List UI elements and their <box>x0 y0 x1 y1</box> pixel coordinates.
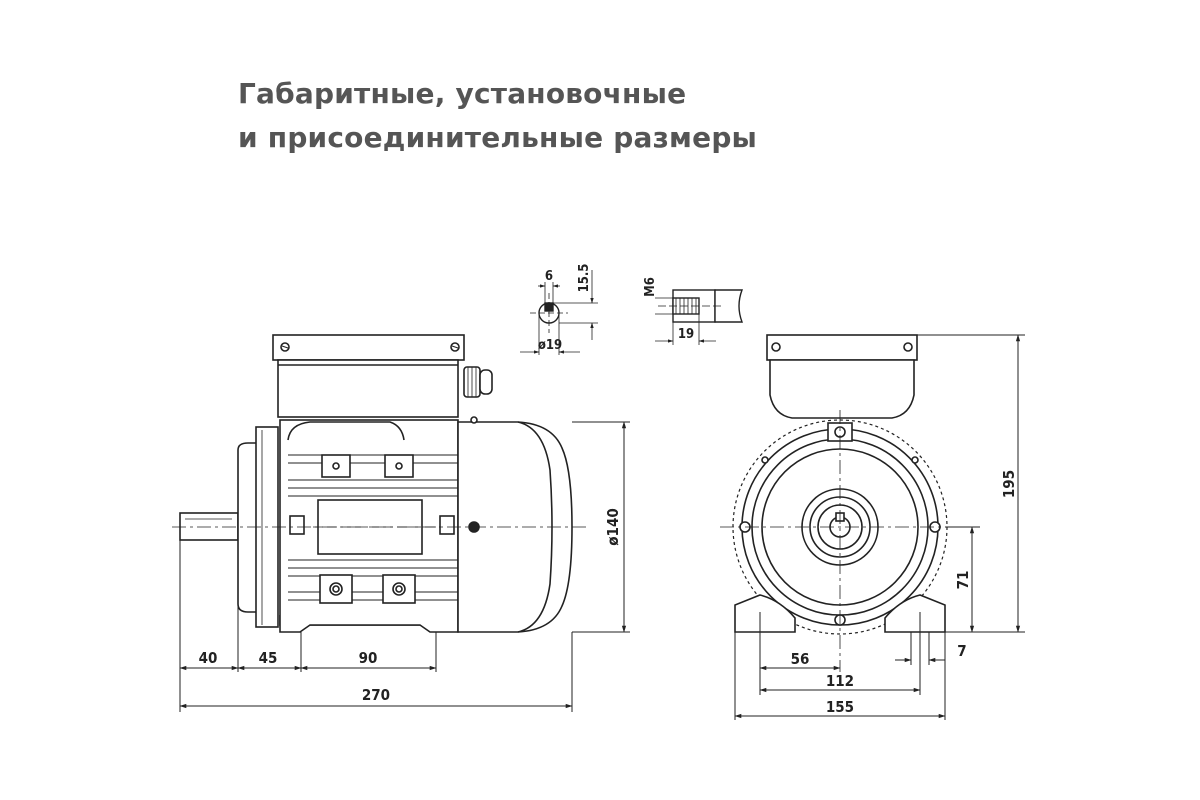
shaft-end-labels: M6 19 <box>643 277 694 342</box>
key-width-label: 6 <box>545 269 553 284</box>
dim-112-label: 112 <box>826 672 854 690</box>
dim-56-label: 56 <box>791 650 810 668</box>
terminal-box <box>272 334 493 418</box>
shaft-dia-label: ø19 <box>538 338 562 353</box>
front-view <box>720 334 1025 720</box>
shaft-section-labels: 6 15.5 ø19 <box>538 264 592 353</box>
page-title: Габаритные, установочные и присоединител… <box>238 72 938 160</box>
side-dimension-labels: 40 45 90 270 ø140 <box>199 508 622 704</box>
thread-label: M6 <box>643 277 658 297</box>
dim-40-label: 40 <box>199 649 218 667</box>
fan-cover <box>457 416 573 633</box>
front-dimension-labels: 56 112 155 7 71 195 <box>791 470 1018 716</box>
shaft-end-detail <box>655 289 744 345</box>
thread-depth-label: 19 <box>678 327 694 342</box>
shaft <box>179 512 239 541</box>
terminal-box-front <box>766 334 918 419</box>
side-view <box>172 334 630 712</box>
dim-195-label: 195 <box>1000 470 1018 498</box>
front-dimensions <box>734 334 1025 720</box>
dim-7-label: 7 <box>957 642 966 660</box>
title-line-2: и присоединительные размеры <box>238 121 758 154</box>
stator-body <box>279 419 459 633</box>
dim-155-label: 155 <box>826 698 854 716</box>
shaft-section-detail <box>520 270 598 355</box>
title-line-1: Габаритные, установочные <box>238 77 687 110</box>
side-dimensions <box>179 421 630 712</box>
dim-71-label: 71 <box>954 571 972 590</box>
dim-270-label: 270 <box>362 686 390 704</box>
key-height-label: 15.5 <box>577 264 592 293</box>
dim-45-label: 45 <box>259 649 278 667</box>
dim-dia140-label: ø140 <box>604 508 622 545</box>
dim-90-label: 90 <box>359 649 378 667</box>
